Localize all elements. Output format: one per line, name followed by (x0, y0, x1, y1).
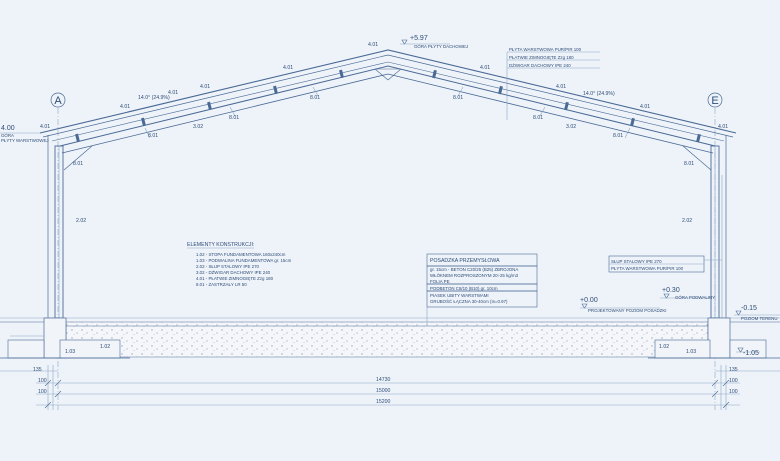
label-sheet-4: 4.01 (200, 84, 210, 90)
roof-note-line-3: DŹWIGAR DACHOWY IPE 240 (509, 63, 571, 68)
label-rafter-right: 3.02 (566, 124, 576, 130)
dimension-lines (0, 365, 780, 410)
label-base-right: 1.02 (659, 344, 669, 350)
eave-level-note-2: PŁYTY WARSTWOWEJ (1, 138, 49, 143)
element-1: 1.02 - STOPA FUNDAMENTOWA 160x240cm (196, 252, 286, 257)
elements-title: ELEMENTY KONSTRUKCJI: (187, 242, 254, 248)
plus030-level-note: GÓRA PODWALINY (675, 295, 715, 300)
level-marker-ridge: +5.97 GÓRA PŁYTY DACHOWEJ (400, 35, 468, 49)
wall-note: SŁUP STALOWY IPE 270 PŁYTA WARSTWOWA PUR… (608, 255, 722, 273)
wall-note-line-1: SŁUP STALOWY IPE 270 (611, 259, 662, 264)
label-sheet-6: 4.01 (480, 65, 490, 71)
dim-100-left-1: 100 (38, 378, 47, 384)
label-column-right: 2.02 (682, 218, 692, 224)
element-4: 3.02 - DŹWIGAR DACHOWY IPE 240 (196, 270, 271, 275)
label-brace-8: 8.01 (684, 161, 694, 167)
ridge-level-note: GÓRA PŁYTY DACHOWEJ (414, 44, 468, 49)
label-sheet-1: 4.01 (40, 124, 50, 130)
dim-135-right: 135 (729, 367, 738, 373)
ground (0, 317, 780, 358)
knee-braces (63, 86, 712, 171)
roof-note-line-2: PŁATWIE ZIMNOGIĘTE Zzg 180 (509, 55, 574, 60)
dim-span-outer: 15200 (376, 399, 391, 405)
label-footing-right: 1.03 (686, 349, 696, 355)
label-brace-4: 8.01 (453, 95, 463, 101)
label-sheet-7: 4.01 (556, 84, 566, 90)
foundation-left (0, 317, 130, 359)
eave-level: 4.00 (1, 125, 15, 132)
dim-135-left: 135 (33, 367, 42, 373)
element-3: 2.02 - SŁUP STALOWY IPE 270 (196, 264, 260, 269)
level-marker-plus030: +0.30 GÓRA PODWALINY (660, 287, 715, 300)
label-peak: 4.01 (368, 42, 378, 48)
label-brace-7: 8.01 (73, 161, 83, 167)
foundation-right (648, 317, 780, 359)
axis-label-a: A (54, 95, 62, 107)
label-rafter-left: 3.02 (193, 124, 203, 130)
dim-100-right-1: 100 (729, 378, 738, 384)
label-brace-5: 8.01 (533, 115, 543, 121)
element-2: 1.03 - PODWALINA FUNDAMENTOWA gr. 15cm (196, 258, 292, 263)
label-brace-6: 8.01 (613, 133, 623, 139)
axis-marker-a: A (50, 92, 66, 108)
level-marker-footing: -1.05 (736, 347, 760, 357)
plus030-level: +0.30 (662, 287, 680, 294)
roof-rafters (59, 65, 716, 154)
floor-line-2: WŁÓKNEM ROZPROSZONYM 20÷25 kg/m3 (430, 273, 519, 278)
dim-span-axis: 15000 (376, 388, 391, 394)
element-6: 8.01 - ZASTRZAŁY LR 50 (196, 282, 247, 287)
dimension-values: 135 135 100 100 100 100 14730 15000 1520… (33, 367, 738, 405)
label-brace-3: 8.01 (310, 95, 320, 101)
level-marker-terrain: -0.15 POZIOM TERENU (734, 305, 780, 321)
floor-line-3: FOLIA PE (430, 279, 450, 284)
floor-line-6: GRUBOŚĆ ŁĄCZNA 30-40cm (Is=0.97) (430, 299, 508, 304)
floor-note: POSADZKA PRZEMYSŁOWA gr. 15cm - BETON C2… (426, 253, 538, 326)
label-sheet-3: 4.01 (168, 90, 178, 96)
dim-100-right-2: 100 (729, 389, 738, 395)
floor-line-4: PODBETON C8/10 (B10) gr. 10cm (430, 286, 498, 291)
roof-panels (39, 49, 737, 142)
wall-note-line-2: PŁYTA WARSTWOWA PUR/PIR 100 (611, 266, 684, 271)
label-sheet-5: 4.01 (283, 65, 293, 71)
element-5: 4.01 - PŁATWIE ZIMNOGIĘTE Zzg 180 (196, 276, 274, 281)
label-sheet-8: 4.01 (640, 104, 650, 110)
axis-marker-e: E (707, 92, 723, 108)
label-brace-2: 8.01 (229, 115, 239, 121)
roof-note: PŁYTA WARSTWOWA PUR/PIR 100 PŁATWIE ZIMN… (506, 47, 600, 120)
dim-span-inner: 14730 (376, 377, 391, 383)
floor-line-1: gr. 15cm - BETON C20/25 (B25) ZBROJONA (430, 267, 518, 272)
level-marker-eave: 4.00 GÓRA PŁYTY WARSTWOWEJ (0, 125, 49, 143)
label-slope-left: 14.0° (24.9%) (138, 95, 170, 101)
label-footing-left: 1.03 (65, 349, 75, 355)
axis-label-e: E (711, 95, 718, 107)
floor-line-5: PIASEK UBITY WARSTWAMI (430, 293, 489, 298)
eave-level-note-1: GÓRA (1, 133, 14, 138)
label-slope-right: 14.0° (24.9%) (583, 91, 615, 97)
label-sheet-9: 4.01 (718, 124, 728, 130)
label-base-left: 1.02 (100, 344, 110, 350)
label-column-left: 2.02 (76, 218, 86, 224)
terrain-level: -0.15 (741, 305, 757, 312)
floor-level: +0.00 (580, 297, 598, 304)
footing-level: -1.05 (743, 350, 759, 357)
label-sheet-2: 4.01 (120, 104, 130, 110)
roof-note-line-1: PŁYTA WARSTWOWA PUR/PIR 100 (509, 47, 582, 52)
level-marker-floor: +0.00 PROJEKTOWANY POZIOM POSADZKI (580, 297, 666, 313)
label-brace-1: 8.01 (148, 133, 158, 139)
roof-labels: 4.01 14.0° (24.9%) 14.0° (24.9%) 4.01 4.… (40, 42, 728, 355)
floor-title: POSADZKA PRZEMYSŁOWA (430, 258, 500, 264)
floor-level-note: PROJEKTOWANY POZIOM POSADZKI (588, 308, 666, 313)
columns (47, 135, 727, 319)
purlins (75, 69, 701, 143)
ridge-level: +5.97 (410, 35, 428, 42)
terrain-level-note: POZIOM TERENU (741, 316, 778, 321)
dim-100-left-2: 100 (38, 389, 47, 395)
elements-legend: ELEMENTY KONSTRUKCJI: 1.02 - STOPA FUNDA… (187, 242, 292, 287)
